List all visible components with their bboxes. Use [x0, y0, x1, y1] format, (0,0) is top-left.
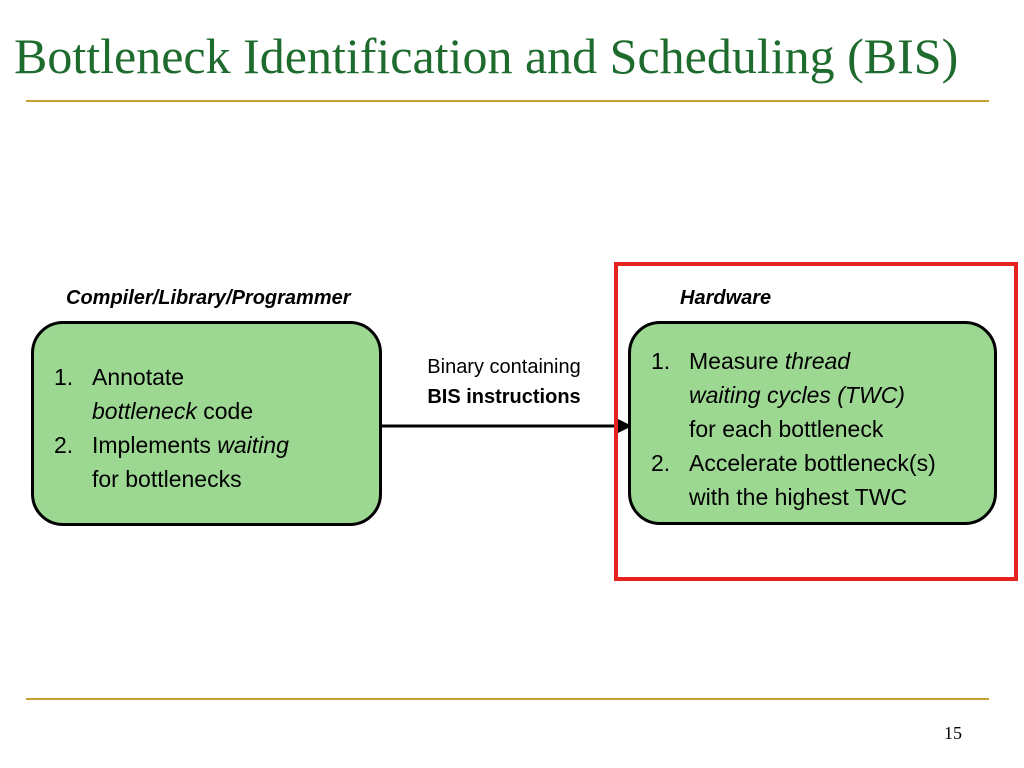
step-text: Accelerate bottleneck(s) — [689, 450, 936, 476]
footer-divider — [26, 698, 989, 700]
step-text: Implements — [92, 432, 218, 458]
compiler-library-programmer-header: Compiler/Library/Programmer — [66, 287, 351, 309]
step-text-italic: waiting cycles (TWC) — [689, 382, 905, 408]
step-line: for each bottleneck — [689, 412, 1001, 446]
step-line: bottleneck code — [92, 394, 374, 428]
step-text: Annotate — [92, 364, 185, 390]
left-step-1: 1. Annotate bottleneck code — [54, 360, 374, 428]
page-number: 15 — [944, 723, 962, 743]
flow-arrow — [382, 419, 632, 433]
step-text: Measure — [689, 348, 785, 374]
step-text-italic: waiting — [217, 432, 289, 458]
arrow-label-binary-containing: Binary containing — [427, 356, 581, 378]
step-number: 1. — [651, 348, 671, 374]
flow-arrow-head — [618, 419, 632, 433]
step-line: with the highest TWC — [689, 480, 1001, 514]
step-line: Measure thread — [689, 344, 1001, 378]
step-line: for bottlenecks — [92, 462, 374, 496]
step-text: for each bottleneck — [689, 416, 884, 442]
step-line: waiting cycles (TWC) — [689, 378, 1001, 412]
hardware-steps-list: 1. Measure thread waiting cycles (TWC) for … — [651, 344, 1001, 514]
step-text-italic: bottleneck — [92, 398, 197, 424]
step-number: 2. — [54, 432, 74, 458]
step-line: Implements waiting — [92, 428, 374, 462]
arrow-label-bis-instructions: BIS instructions — [427, 386, 581, 408]
step-number: 1. — [54, 364, 74, 390]
hardware-header: Hardware — [680, 287, 772, 309]
step-line: Accelerate bottleneck(s) — [689, 446, 1001, 480]
step-text: code — [196, 398, 254, 424]
right-step-1: 1. Measure thread waiting cycles (TWC) for … — [651, 344, 1001, 446]
step-number: 2. — [651, 450, 671, 476]
left-step-2: 2. Implements waiting for bottlenecks — [54, 428, 374, 496]
hardware-highlight-frame — [614, 262, 1018, 581]
title-divider — [26, 100, 989, 102]
right-step-2: 2. Accelerate bottleneck(s) with the highe… — [651, 446, 1001, 514]
software-steps-list: 1. Annotate bottleneck code 2. Implements wa… — [54, 360, 374, 496]
software-steps-box: 1. Annotate bottleneck code 2. Implements wa… — [31, 321, 382, 526]
step-text-italic: thread — [784, 348, 851, 374]
slide-title: Bottleneck Identification and Scheduling… — [14, 28, 959, 84]
step-text: with the highest TWC — [689, 484, 908, 510]
step-text: for bottlenecks — [92, 466, 242, 492]
step-line: Annotate — [92, 360, 374, 394]
hardware-steps-box: 1. Measure thread waiting cycles (TWC) for … — [628, 321, 997, 525]
